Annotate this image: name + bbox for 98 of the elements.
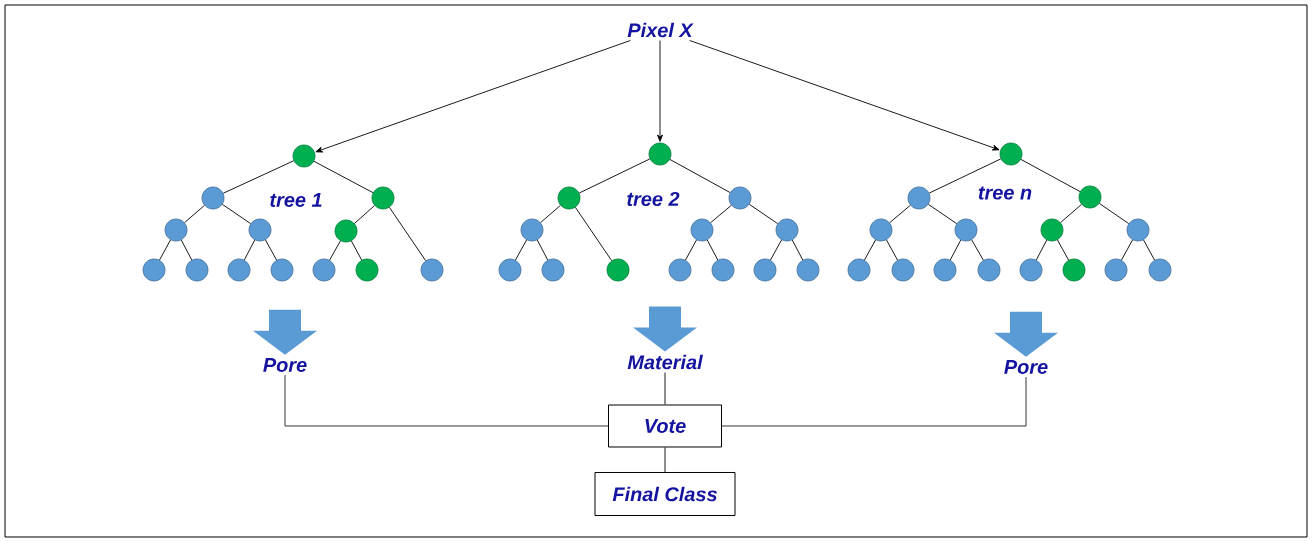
tree-node-circle [420,258,444,282]
block-arrow [994,311,1058,357]
tree-branch [222,203,252,225]
tree-node-circle [557,186,581,210]
result-box: Final Class [594,472,736,516]
tree-node-circle [668,258,692,282]
tree-label: tree 2 [627,191,680,207]
tree-node-circle [690,218,714,242]
tree-branch [243,239,256,261]
tree-branch [184,205,205,223]
tree-branch [1057,239,1069,261]
tree-branch [770,239,782,261]
connector-line [664,372,666,405]
block-arrow [633,306,697,352]
tree-node-circle [201,186,225,210]
tree-node-circle [248,218,272,242]
tree-node-circle [498,258,522,282]
class-label: Material [627,354,703,370]
tree-branch [578,158,651,194]
tree-branch [1098,203,1130,224]
tree-node-circle [933,258,957,282]
tree-branch [536,239,549,261]
tree-branch [971,239,984,261]
tree-node-circle [728,186,752,210]
tree-node-circle [1078,185,1102,209]
tree-branch [949,239,962,261]
arrow [689,40,1000,151]
tree-branch [515,239,527,261]
tree-label: tree 1 [270,193,322,207]
tree-branch [928,158,1002,194]
vote-box: Vote [608,404,722,448]
connector-line [664,447,666,473]
tree-branch [1035,239,1048,261]
tree-node-circle [1062,258,1086,282]
tree-node-circle [312,258,336,282]
tree-branch [1121,239,1133,261]
tree-branch [389,206,427,261]
tree-branch [669,159,731,193]
tree-branch [350,240,363,261]
tree-node-circle [954,218,978,242]
tree-node-circle [753,258,777,282]
tree-branch [329,240,341,261]
tree-node-circle [334,219,358,243]
tree-node-circle [606,258,630,282]
tree-node-circle [371,186,395,210]
tree-node-circle [1126,218,1150,242]
tree-branch [354,205,375,224]
tree-node-circle [185,258,209,282]
tree-branch [1060,204,1082,223]
class-label: Pore [1004,360,1048,374]
tree-branch [313,160,374,194]
tree-branch [540,205,561,223]
tree-node-circle [541,258,565,282]
tree-node-circle [891,258,915,282]
connector-line [721,376,1027,427]
tree-node-circle [977,258,1001,282]
tree-node-circle [270,258,294,282]
tree-branch [265,239,277,261]
tree-branch [748,203,779,225]
tree-node-circle [1104,258,1128,282]
tree-branch [1143,239,1155,261]
tree-node-circle [1019,258,1043,282]
input-label: Pixel X [627,22,694,38]
tree-node-circle [227,258,251,282]
tree-branch [927,203,958,225]
tree-branch [889,204,911,224]
tree-branch [864,239,876,261]
tree-node-circle [796,258,820,282]
block-arrow [253,309,317,355]
tree-branch [159,239,171,261]
tree-node-circle [520,218,544,242]
tree-branch [886,239,898,261]
arrow [315,40,631,153]
tree-node-circle [355,258,379,282]
tree-branch [791,239,804,261]
tree-branch [574,206,613,261]
arrow [657,40,663,142]
tree-node-circle [292,144,316,168]
tree-node-circle [1148,258,1172,282]
tree-node-circle [1040,218,1064,242]
tree-branch [706,239,719,261]
connector-line [284,374,609,427]
tree-branch [222,160,295,194]
tree-node-circle [164,218,188,242]
tree-node-circle [999,142,1023,166]
tree-node-circle [648,142,672,166]
tree-node-circle [142,258,166,282]
tree-branch [180,239,193,261]
tree-node-circle [711,258,735,282]
tree-label: tree n [978,186,1032,200]
tree-node-circle [907,186,931,210]
tree-node-circle [869,218,893,242]
tree-branch [1020,159,1081,192]
class-label: Pore [263,358,307,372]
tree-branch [685,239,697,261]
tree-node-circle [847,258,871,282]
tree-node-circle [775,218,799,242]
tree-branch [710,204,732,224]
